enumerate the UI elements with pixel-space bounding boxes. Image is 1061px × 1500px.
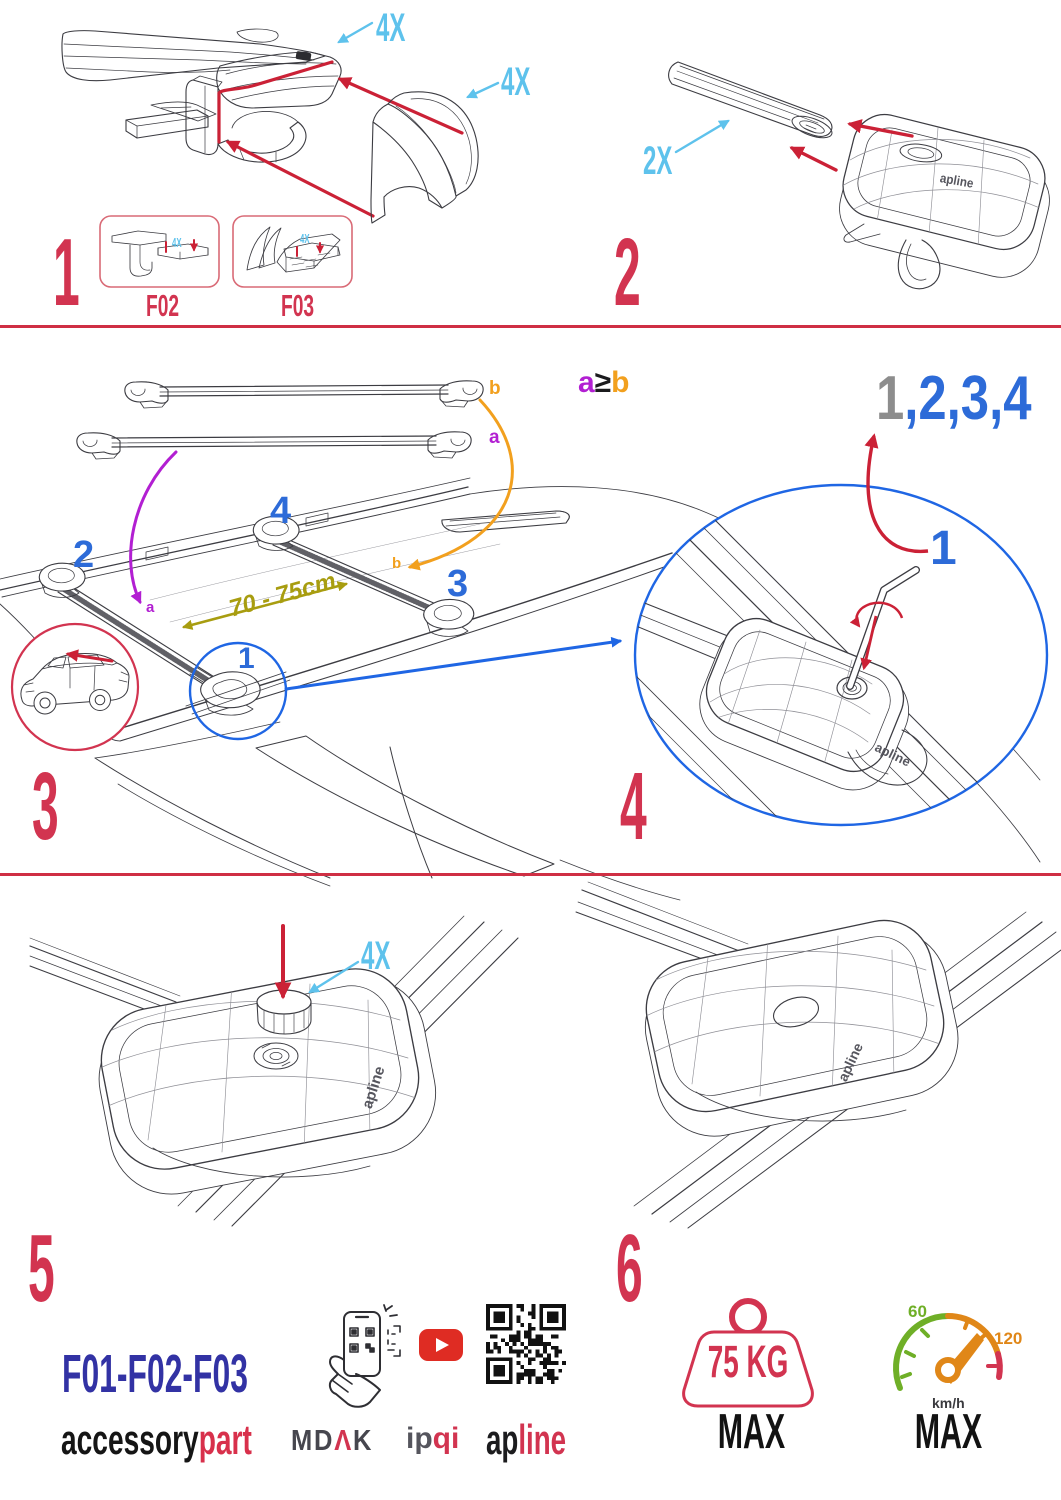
weight-icon (682, 1298, 814, 1408)
step2-number: 2 (614, 219, 641, 326)
box-f03-qty: 4X (300, 231, 310, 246)
step1-bar-qty: 4X (376, 6, 406, 50)
qr-code-icon (486, 1304, 566, 1384)
apline-logo: apline (486, 1419, 566, 1461)
step3-art (0, 380, 1041, 901)
bar-b-tag: b (489, 378, 501, 399)
product-codes: F01-F02-F03 (62, 1344, 248, 1404)
divider-1 (0, 325, 1061, 328)
roof-b-tag: b (392, 555, 402, 572)
phone-scan-icon (328, 1304, 401, 1408)
divider-2 (0, 873, 1061, 876)
apline-gray: ap (486, 1416, 519, 1463)
step5-number: 5 (28, 1215, 55, 1322)
step1-art (61, 21, 500, 288)
box-f03-label: F03 (281, 288, 315, 323)
box-f02-qty: 4X (172, 235, 182, 250)
step2-qty: 2X (643, 139, 673, 183)
step6-art (575, 881, 1061, 1229)
roof-pos-3: 3 (447, 563, 469, 605)
apline-red: line (518, 1416, 567, 1463)
step3-number: 3 (32, 753, 59, 860)
weight-max-label: MAX (717, 1405, 786, 1459)
roof-a-tag: a (146, 599, 155, 616)
mdak-k: K (352, 1425, 374, 1457)
mdak-md: MD (291, 1425, 335, 1457)
sequence-rest: ,2,3,4 (904, 364, 1032, 433)
step1-number: 1 (53, 219, 80, 326)
weight-value: 75 KG (707, 1336, 789, 1387)
step4-pos-1: 1 (930, 522, 957, 575)
step5-qty: 4X (361, 934, 391, 978)
torque-sequence: 1,2,3,4 (876, 368, 1031, 430)
bar-a-tag: a (489, 427, 500, 448)
roof-pos-4: 4 (270, 490, 292, 532)
ipqi-red: qi (432, 1422, 460, 1455)
youtube-icon (419, 1329, 463, 1361)
speedometer-icon (893, 1313, 1003, 1391)
sequence-first: 1 (876, 364, 905, 433)
speed-unit: km/h (932, 1395, 965, 1411)
brand-part: part (198, 1416, 252, 1463)
speed-max-label: MAX (914, 1405, 983, 1459)
step1-cover-qty: 4X (501, 60, 531, 104)
rule-b: b (611, 366, 630, 399)
roof-pos-1: 1 (238, 642, 255, 675)
ipqi-gray: ip (406, 1422, 433, 1455)
step5-art (29, 915, 519, 1227)
mdak-logo: MDΛK (291, 1427, 373, 1456)
mdak-a: Λ (334, 1425, 353, 1457)
speed-high: 120 (994, 1329, 1023, 1348)
step6-number: 6 (616, 1215, 643, 1322)
box-f02-label: F02 (146, 288, 180, 323)
rule-gte: ≥ (594, 366, 612, 399)
ipqi-logo: ipqi (406, 1424, 459, 1454)
step2-art (668, 61, 1050, 290)
roof-pos-2: 2 (73, 534, 95, 576)
rule-a-gte-b: a≥b (578, 368, 629, 398)
brand-accessory: accessory (61, 1416, 199, 1463)
rule-a: a (578, 366, 595, 399)
step4-number: 4 (620, 753, 647, 860)
accessorypart-logo: accessorypart (61, 1419, 252, 1461)
speed-low: 60 (908, 1302, 927, 1321)
step4-art (633, 433, 1049, 827)
